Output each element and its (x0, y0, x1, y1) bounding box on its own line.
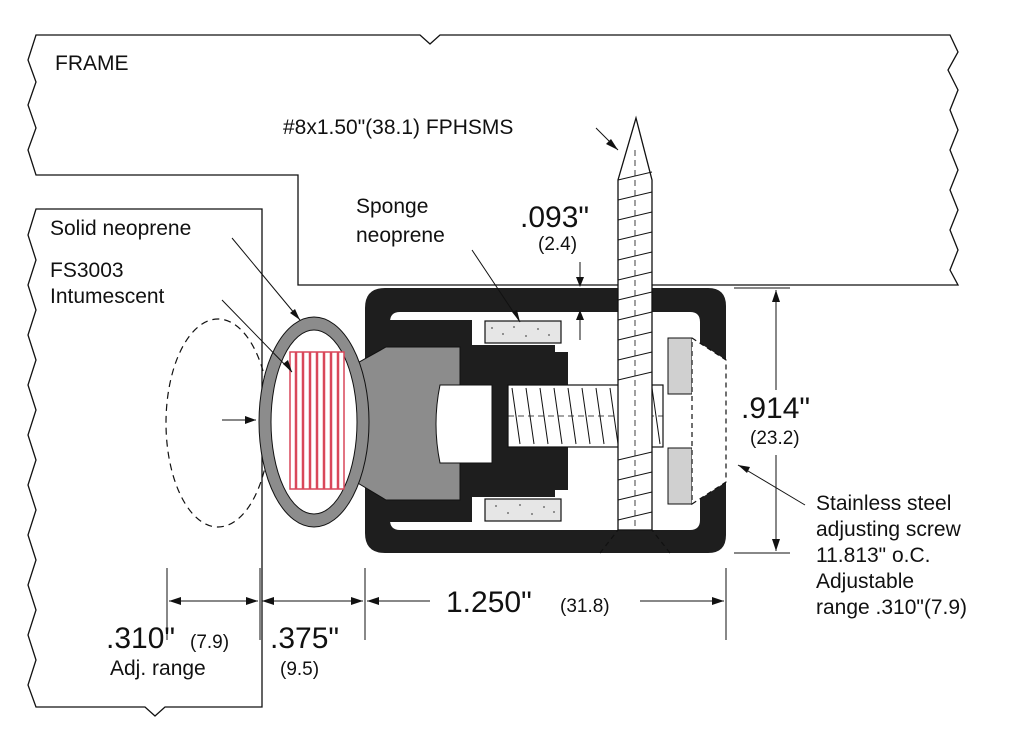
gap-dim-mm: (2.4) (538, 234, 577, 255)
sponge-label-2: neoprene (356, 224, 445, 247)
sponge-texture (491, 326, 555, 515)
frame-screw (599, 115, 671, 554)
adjusting-label-1: Stainless steel (816, 492, 951, 515)
adj-dim-in: .310" (106, 622, 175, 655)
intumescent-label-2: Intumescent (50, 285, 165, 308)
leader-lines (221, 127, 806, 506)
width-dim-in: 1.250" (446, 586, 532, 619)
frame-outline (27, 34, 960, 286)
intumescent-label-1: FS3003 (50, 259, 124, 282)
bottom-dimensions (166, 568, 727, 640)
height-dim-mm: (23.2) (750, 428, 800, 449)
adj-range-label: Adj. range (110, 657, 206, 680)
intumescent-insert (289, 351, 345, 490)
gap-dim-in: .093" (520, 201, 589, 234)
seal-dim-mm: (9.5) (280, 659, 319, 680)
sponge-strip-top (484, 320, 562, 344)
seal-dim-in: .375" (270, 622, 339, 655)
leader-arrowheads (245, 139, 750, 473)
adj-dim-mm: (7.9) (190, 632, 229, 653)
adjusting-label-5: range .310"(7.9) (816, 596, 967, 619)
sponge-strip-bottom (484, 498, 562, 522)
sponge-label-1: Sponge (356, 195, 428, 218)
frame-label: FRAME (55, 52, 129, 75)
door-outline (27, 208, 263, 717)
dashed-seal-outline (165, 318, 271, 528)
width-dim-mm: (31.8) (560, 596, 610, 617)
seal-head-cutout (435, 384, 493, 464)
solid-neoprene-label: Solid neoprene (50, 217, 191, 240)
screw-spec-label: #8x1.50"(38.1) FPHSMS (283, 116, 513, 139)
adjusting-label-2: adjusting screw (816, 518, 962, 541)
gap-dimension (576, 262, 584, 340)
adjusting-label-3: 11.813" o.C. (816, 544, 930, 567)
adjusting-label-4: Adjustable (816, 570, 914, 593)
height-dim-in: .914" (741, 392, 810, 425)
height-dimension (734, 287, 790, 554)
